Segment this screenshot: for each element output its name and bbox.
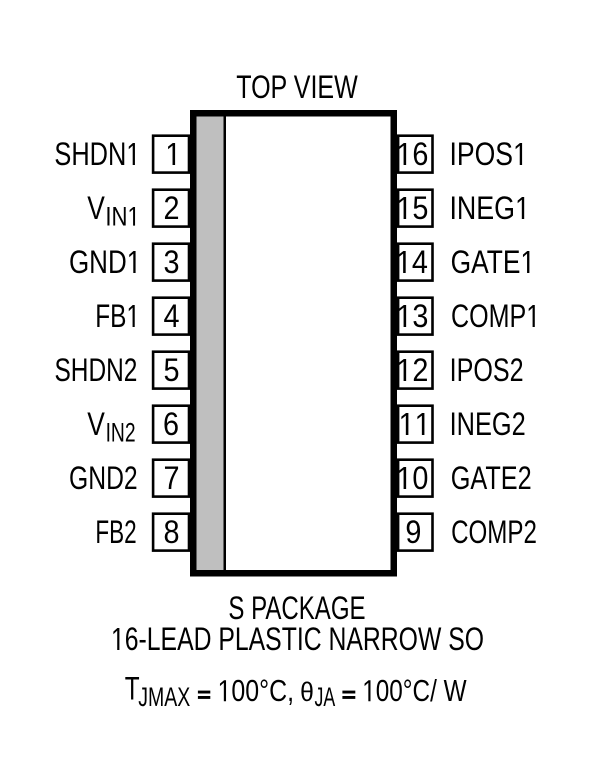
svg-text:INEG: INEG	[449, 191, 515, 227]
svg-text:6-LEAD PLASTIC NARROW SO: 6-LEAD PLASTIC NARROW SO	[125, 622, 484, 658]
svg-text:FB2: FB2	[95, 514, 136, 550]
svg-text:9: 9	[405, 515, 421, 551]
svg-text:IN2: IN2	[106, 417, 136, 447]
svg-text:2: 2	[164, 191, 180, 227]
svg-text:5: 5	[412, 191, 428, 227]
svg-text:S PACKAGE: S PACKAGE	[228, 590, 365, 626]
svg-text:FB: FB	[95, 299, 126, 335]
svg-text:V: V	[87, 407, 105, 443]
svg-text:6: 6	[412, 137, 428, 173]
svg-text:SHDN2: SHDN2	[54, 353, 137, 389]
svg-text:5: 5	[164, 353, 180, 389]
svg-text:2: 2	[412, 353, 428, 389]
svg-text:JMAX: JMAX	[138, 682, 190, 712]
svg-text:COMP2: COMP2	[451, 515, 537, 551]
svg-text:7: 7	[164, 461, 180, 497]
svg-text:GND: GND	[69, 246, 127, 281]
svg-text:IPOS2: IPOS2	[450, 353, 524, 389]
svg-text:GATE2: GATE2	[451, 461, 532, 497]
svg-text:V: V	[87, 191, 105, 227]
svg-text:8: 8	[164, 515, 180, 551]
svg-text:3: 3	[164, 245, 180, 281]
svg-text:COMP: COMP	[451, 299, 526, 335]
svg-text:0: 0	[412, 461, 428, 497]
svg-text:SHDN: SHDN	[54, 137, 126, 172]
svg-text:4: 4	[412, 245, 428, 281]
svg-text:00°C,: 00°C,	[231, 674, 294, 708]
svg-text:6: 6	[163, 407, 179, 443]
svg-text:IPOS: IPOS	[450, 137, 514, 173]
svg-text:INEG2: INEG2	[450, 407, 526, 442]
svg-text:3: 3	[412, 299, 428, 335]
svg-text:T: T	[125, 671, 140, 707]
svg-text:4: 4	[164, 299, 180, 335]
svg-text:JA: JA	[315, 681, 336, 712]
svg-text:TOP VIEW: TOP VIEW	[236, 70, 358, 106]
svg-text:00°C/ W: 00°C/ W	[376, 674, 467, 708]
svg-text:GATE: GATE	[451, 245, 521, 281]
svg-text:GND2: GND2	[69, 461, 138, 497]
svg-text:IN: IN	[105, 203, 127, 233]
svg-text:θ: θ	[300, 678, 314, 707]
